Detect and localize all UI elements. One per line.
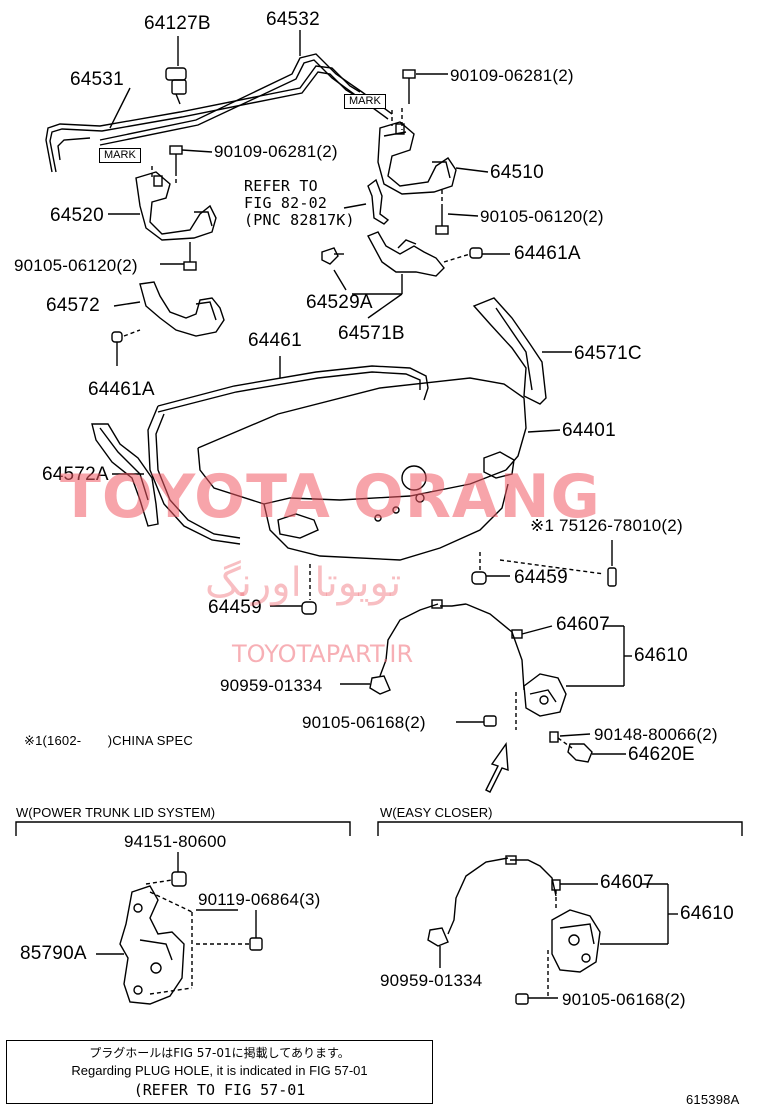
label-90105-06168: 90105-06168(2) <box>302 713 426 732</box>
power-section-frame <box>15 821 351 836</box>
label-64461: 64461 <box>248 330 302 351</box>
clip-90959 <box>340 675 391 695</box>
mark-left: MARK <box>99 148 141 163</box>
easy-section-frame <box>377 821 743 836</box>
label-64520: 64520 <box>50 205 104 226</box>
torsion-bar-64531 <box>45 65 361 173</box>
label-64607: 64607 <box>556 614 610 635</box>
trunk-lid-64401 <box>197 377 561 561</box>
label-90109-left: 90109-06281(2) <box>214 142 338 161</box>
label-64459-left: 64459 <box>208 597 262 618</box>
bolt-90105-right <box>435 190 479 235</box>
label-90109-top: 90109-06281(2) <box>450 66 574 85</box>
label-90959-easy: 90959-01334 <box>380 971 483 990</box>
bracket-64620e <box>567 743 626 763</box>
weatherstrip-64461 <box>147 356 429 545</box>
bolt-90105-easy <box>515 993 558 1005</box>
label-64571c: 64571C <box>574 343 642 364</box>
label-64531: 64531 <box>70 69 124 90</box>
clip-64461a-right <box>443 247 510 263</box>
label-90105-left: 90105-06120(2) <box>14 256 138 275</box>
note-english: Regarding PLUG HOLE, it is indicated in … <box>71 1063 368 1078</box>
label-64461a-left: 64461A <box>88 379 155 400</box>
label-64572a: 64572A <box>42 464 109 485</box>
note-japanese: プラグホールはFIG 57-01に掲載してあります。 <box>89 1046 350 1060</box>
refer-clip <box>343 178 390 225</box>
label-64607-easy: 64607 <box>600 872 654 893</box>
label-64461a-right: 64461A <box>514 243 581 264</box>
easy-section-title: W(EASY CLOSER) <box>380 805 493 820</box>
diagram-id: 615398A <box>686 1092 740 1107</box>
bolt-90105-left <box>160 242 197 271</box>
clip-75126 <box>499 540 617 587</box>
hinge-64510 <box>377 121 457 195</box>
hinge-64520 <box>135 171 217 241</box>
bracket-64529a <box>321 247 344 265</box>
label-94151: 94151-80600 <box>124 832 227 851</box>
bracket-64572 <box>113 281 225 337</box>
bolt-90119 <box>196 909 263 951</box>
stopper-64459-left <box>270 564 317 615</box>
label-64620e: 64620E <box>628 744 695 765</box>
bolt-90109-right <box>401 69 489 173</box>
label-90105-right: 90105-06120(2) <box>480 207 604 226</box>
label-64571b: 64571B <box>338 323 405 344</box>
power-section-title: W(POWER TRUNK LID SYSTEM) <box>16 805 216 820</box>
china-spec-note: ※1(1602- )CHINA SPEC <box>24 733 193 748</box>
refer-line-3: (PNC 82817K) <box>244 211 355 229</box>
label-90119: 90119-06864(3) <box>198 890 321 909</box>
clip-94151 <box>145 852 187 887</box>
label-90959: 90959-01334 <box>220 676 323 695</box>
clip-64127b <box>165 36 187 105</box>
label-64510: 64510 <box>490 162 544 183</box>
mark-right: MARK <box>344 94 386 109</box>
clip-90959-easy <box>427 927 449 968</box>
label-64572: 64572 <box>46 295 100 316</box>
bolt-90105-06168 <box>456 715 497 727</box>
direction-arrow-icon <box>485 741 509 793</box>
watermark-arabic: تويوتا اورنگ <box>205 560 402 606</box>
bracket-64571b <box>367 231 445 277</box>
label-64127b: 64127B <box>144 13 211 34</box>
cable-64607-easy <box>447 855 598 935</box>
clip-64461a-left <box>111 329 141 366</box>
power-unit-85790a <box>96 885 193 1005</box>
torsion-bar-64532 <box>99 53 393 146</box>
label-75126: ※1 75126-78010(2) <box>530 516 683 535</box>
lock-64610-easy <box>547 883 678 996</box>
strip-64572a <box>91 423 159 527</box>
label-85790a: 85790A <box>20 943 87 964</box>
stopper-64459-right <box>471 552 510 585</box>
label-90148: 90148-80066(2) <box>594 725 718 744</box>
watermark-url: TOYOTAPART.IR <box>232 640 414 668</box>
label-64610-easy: 64610 <box>680 903 734 924</box>
refer-line-1: REFER TO <box>244 177 318 195</box>
refer-line-2: FIG 82-02 <box>244 194 328 212</box>
plug-hole-note: プラグホールはFIG 57-01に掲載してあります。 Regarding PLU… <box>6 1040 433 1104</box>
label-64529a: 64529A <box>306 292 373 313</box>
strip-64571c <box>472 297 572 405</box>
label-64459-right: 64459 <box>514 567 568 588</box>
note-reference: (REFER TO FIG 57-01 <box>133 1081 306 1099</box>
label-64401: 64401 <box>562 420 616 441</box>
label-64610: 64610 <box>634 645 688 666</box>
label-90105-easy: 90105-06168(2) <box>562 990 686 1009</box>
watermark-brand: TOYOTA ORANG <box>60 462 601 532</box>
bolt-90109-left <box>169 145 213 186</box>
label-64532: 64532 <box>266 9 320 30</box>
cable-64607 <box>379 599 553 691</box>
lock-64610 <box>515 625 632 730</box>
